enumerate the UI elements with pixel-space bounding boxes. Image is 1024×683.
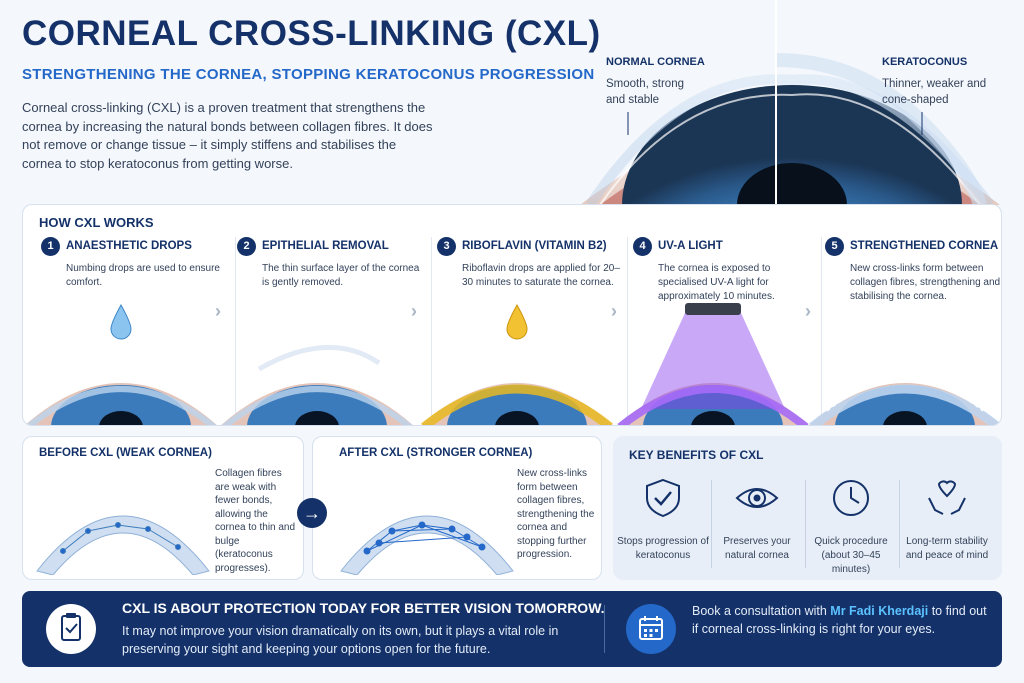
riboflavin-drop-icon bbox=[421, 303, 613, 425]
after-title: AFTER CXL (STRONGER CORNEA) bbox=[339, 447, 533, 459]
step-number: 4 bbox=[633, 237, 652, 256]
step-number: 3 bbox=[437, 237, 456, 256]
benefit-label: Long-term stability and peace of mind bbox=[905, 536, 989, 561]
step-epithelial-removal: 2 EPITHELIAL REMOVAL The thin surface la… bbox=[221, 237, 430, 425]
step-title: RIBOFLAVIN (VITAMIN B2) bbox=[462, 240, 607, 252]
step-description: New cross-links form between collagen fi… bbox=[850, 263, 1001, 302]
calendar-icon bbox=[626, 604, 676, 654]
banner-cta: Book a consultation with Mr Fadi Kherdaj… bbox=[692, 602, 992, 638]
heart-hands-icon bbox=[928, 480, 966, 515]
drop-icon bbox=[25, 303, 217, 425]
strong-collagen-illustration bbox=[340, 515, 514, 575]
benefits-title: KEY BENEFITS OF CXL bbox=[629, 448, 764, 462]
step-title: UV-A LIGHT bbox=[658, 240, 723, 252]
shield-check-icon bbox=[646, 478, 680, 518]
before-cxl-panel: BEFORE CXL (WEAK CORNEA) Collagen fibres… bbox=[22, 436, 304, 580]
before-description: Collagen fibres are weak with fewer bond… bbox=[215, 468, 296, 574]
page-title: CORNEAL CROSS-LINKING (CXL) bbox=[22, 14, 601, 53]
benefit-item: Long-term stability and peace of mind bbox=[901, 476, 993, 563]
step-riboflavin: 3 RIBOFLAVIN (VITAMIN B2) Riboflavin dro… bbox=[421, 237, 630, 425]
after-cxl-panel: AFTER CXL (STRONGER CORNEA) New cross-li… bbox=[312, 436, 602, 580]
chevron-right-icon: › bbox=[611, 301, 617, 321]
banner-headline: CXL IS ABOUT PROTECTION TODAY FOR BETTER… bbox=[122, 600, 605, 616]
cta-text-post: to find out if corneal cross-linking is … bbox=[692, 604, 987, 636]
benefit-label: Stops progression of keratoconus bbox=[617, 536, 709, 561]
eye-icon bbox=[221, 345, 413, 425]
before-title: BEFORE CXL (WEAK CORNEA) bbox=[39, 447, 212, 459]
benefit-item: Stops progression of keratoconus bbox=[617, 476, 709, 563]
step-title: STRENGTHENED CORNEA bbox=[850, 240, 999, 252]
after-description: New cross-links form between collagen fi… bbox=[517, 468, 595, 560]
eye-icon bbox=[809, 379, 1001, 425]
eye-icon bbox=[735, 488, 779, 508]
step-number: 2 bbox=[237, 237, 256, 256]
step-strengthened-cornea: 5 STRENGTHENED CORNEA New cross-links fo… bbox=[809, 237, 1001, 425]
chevron-right-icon: › bbox=[411, 301, 417, 321]
hero-eye-illustration bbox=[580, 0, 1000, 205]
chevron-right-icon: › bbox=[805, 301, 811, 321]
step-uva-light: 4 UV-A LIGHT The cornea is exposed to sp… bbox=[617, 237, 826, 425]
arrow-right-icon: → bbox=[297, 498, 327, 528]
chevron-right-icon: › bbox=[215, 301, 221, 321]
benefit-label: Quick procedure (about 30–45 minutes) bbox=[814, 536, 888, 575]
hero-eye-comparison: NORMAL CORNEA Smooth, strong and stable … bbox=[560, 0, 1024, 205]
how-cxl-works-section: HOW CXL WORKS 1 ANAESTHETIC DROPS Numbin… bbox=[22, 204, 1002, 426]
normal-cornea-label: NORMAL CORNEA bbox=[606, 56, 705, 68]
step-title: EPITHELIAL REMOVAL bbox=[262, 240, 389, 252]
step-title: ANAESTHETIC DROPS bbox=[66, 240, 192, 252]
step-anaesthetic-drops: 1 ANAESTHETIC DROPS Numbing drops are us… bbox=[25, 237, 234, 425]
consultant-name-link[interactable]: Mr Fadi Kherdaji bbox=[830, 604, 929, 618]
clock-icon bbox=[833, 480, 869, 516]
step-description: The cornea is exposed to specialised UV-… bbox=[658, 263, 775, 302]
section-title: HOW CXL WORKS bbox=[39, 215, 154, 230]
step-number: 1 bbox=[41, 237, 60, 256]
step-description: The thin surface layer of the cornea is … bbox=[262, 263, 420, 288]
uv-lamp-icon bbox=[617, 303, 809, 425]
bottom-banner: CXL IS ABOUT PROTECTION TODAY FOR BETTER… bbox=[22, 591, 1002, 667]
keratoconus-label: KERATOCONUS bbox=[882, 56, 968, 68]
normal-cornea-desc: Smooth, strong and stable bbox=[606, 78, 684, 106]
banner-divider bbox=[604, 605, 605, 653]
page-subtitle: STRENGTHENING THE CORNEA, STOPPING KERAT… bbox=[22, 66, 595, 83]
key-benefits-section: KEY BENEFITS OF CXL Stops progression of… bbox=[613, 436, 1002, 580]
benefit-item: Preserves your natural cornea bbox=[711, 476, 803, 563]
clipboard-check-icon bbox=[46, 604, 96, 654]
step-description: Numbing drops are used to ensure comfort… bbox=[66, 263, 220, 288]
weak-collagen-illustration bbox=[36, 515, 210, 575]
step-description: Riboflavin drops are applied for 20–30 m… bbox=[462, 263, 620, 288]
intro-paragraph: Corneal cross-linking (CXL) is a proven … bbox=[22, 100, 433, 171]
step-number: 5 bbox=[825, 237, 844, 256]
benefit-item: Quick procedure (about 30–45 minutes) bbox=[805, 476, 897, 577]
keratoconus-desc: Thinner, weaker and cone-shaped bbox=[882, 78, 987, 106]
cta-text-pre: Book a consultation with bbox=[692, 604, 831, 618]
banner-body: It may not improve your vision dramatica… bbox=[122, 624, 559, 656]
benefit-label: Preserves your natural cornea bbox=[723, 536, 791, 561]
